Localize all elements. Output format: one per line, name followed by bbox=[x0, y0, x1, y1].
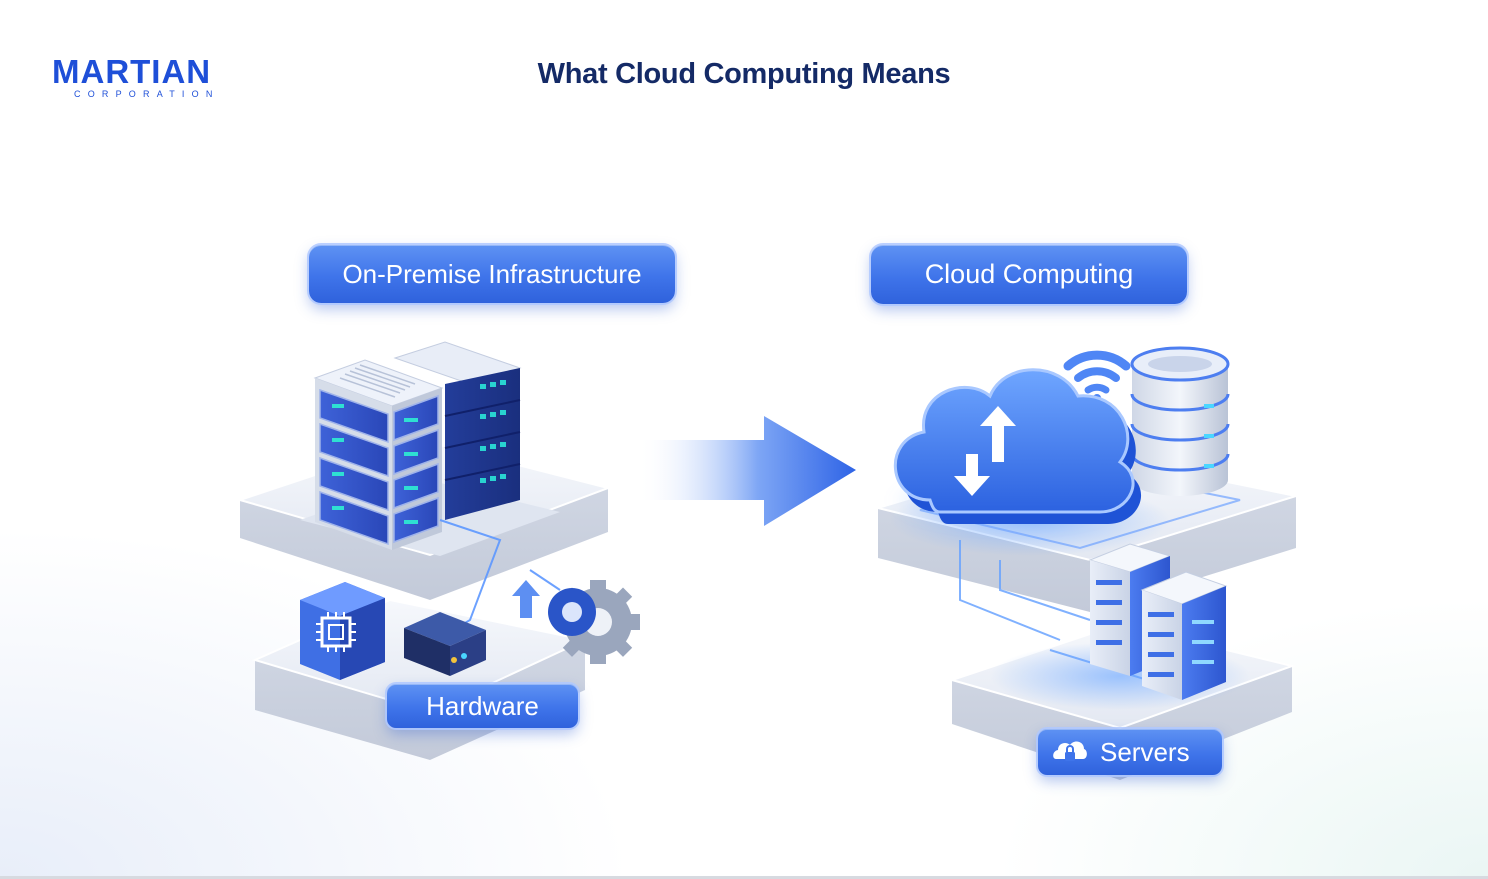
servers-label: Servers bbox=[1100, 736, 1190, 767]
pill-on-premise: On-Premise Infrastructure bbox=[309, 245, 675, 303]
arrow-right-icon bbox=[638, 416, 856, 526]
database-icon bbox=[1130, 346, 1230, 496]
chip-icon bbox=[300, 582, 385, 680]
pill-cloud-computing: Cloud Computing bbox=[871, 245, 1187, 304]
pill-servers: Servers bbox=[1038, 729, 1222, 775]
server-towers-icon bbox=[1088, 543, 1228, 700]
gear-icon bbox=[548, 580, 640, 664]
logo: MARTIAN CORPORATION bbox=[52, 53, 242, 99]
logo-subtitle: CORPORATION bbox=[74, 89, 220, 99]
logo-wordmark: MARTIAN bbox=[52, 53, 212, 90]
bottom-divider bbox=[0, 876, 1488, 879]
on-premise-label: On-Premise Infrastructure bbox=[342, 258, 642, 289]
lock-icon bbox=[1053, 741, 1087, 761]
cloud-sync-icon bbox=[890, 368, 1142, 530]
hardware-label: Hardware bbox=[426, 690, 539, 721]
server-rack-icon bbox=[313, 341, 522, 550]
router-icon bbox=[404, 612, 486, 676]
pill-hardware: Hardware bbox=[387, 684, 578, 728]
cloud-computing-label: Cloud Computing bbox=[924, 259, 1134, 289]
slide-title: What Cloud Computing Means bbox=[537, 58, 951, 90]
upload-arrow-icon bbox=[512, 580, 540, 618]
